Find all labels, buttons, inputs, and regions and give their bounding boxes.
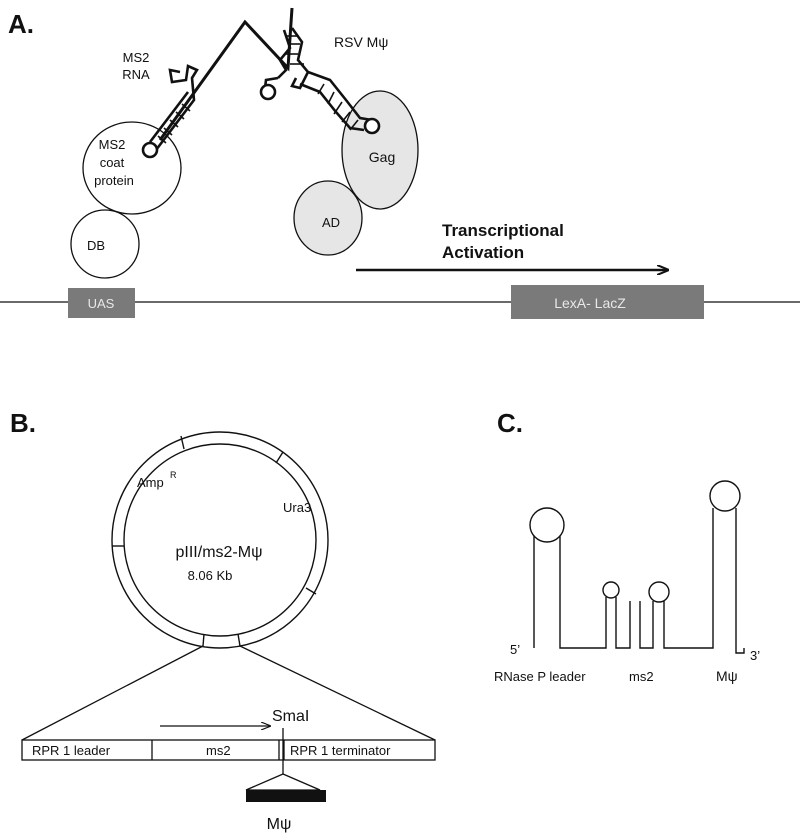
ms2-rna-line2: RNA: [122, 67, 150, 82]
expansion-line-left: [21, 645, 204, 741]
panel-c: C. 5’ 3’ RNase P leader ms2 Mψ: [494, 408, 760, 684]
plasmid-outer-ring: [111, 431, 329, 649]
plasmid-tick: [180, 435, 185, 450]
rpr1-leader-label: RPR 1 leader: [32, 743, 111, 758]
ad-domain: [293, 180, 363, 256]
activation-line2: Activation: [442, 243, 524, 262]
mpsi-insert-label: Mψ: [267, 816, 292, 833]
ura3-label: Ura3: [283, 500, 311, 515]
hybrid-rna-strand: [158, 7, 294, 141]
lexa-lacz-label: LexA- LacZ: [554, 295, 626, 311]
db-label: DB: [87, 238, 105, 253]
mpsi-loop: [709, 480, 741, 512]
rnase-p-leader-label: RNase P leader: [494, 669, 586, 684]
ms2-label: ms2: [629, 669, 654, 684]
five-prime-label: 5’: [510, 642, 520, 657]
gag-label: Gag: [369, 149, 395, 165]
ms2-loop-1: [602, 581, 620, 599]
rsv-mpsi-structure: [259, 27, 381, 135]
uas-box: [68, 288, 135, 318]
plasmid-tick: [275, 451, 284, 464]
rnase-p-loop: [529, 507, 565, 543]
three-prime-label: 3’: [750, 648, 760, 663]
amp-label: Amp: [137, 475, 164, 490]
smai-label: SmaI: [272, 708, 309, 725]
expression-cassette: [21, 739, 436, 761]
panel-c-label: C.: [497, 408, 523, 438]
plasmid-size: 8.06 Kb: [188, 568, 233, 583]
ms2-loop-2: [648, 581, 670, 603]
expansion-line-right: [239, 645, 436, 741]
rna-construct-strand: [533, 508, 745, 654]
insert-box: [246, 790, 326, 802]
db-domain: [70, 209, 140, 279]
rsv-mpsi-label: RSV Mψ: [334, 34, 388, 50]
coat-protein-line3: protein: [94, 173, 134, 188]
ms2-rna-line1: MS2: [123, 50, 150, 65]
panel-a: A. UAS LexA- LacZ DB MS2 coat protein AD…: [0, 7, 800, 319]
rpr1-terminator-label: RPR 1 terminator: [290, 743, 391, 758]
ad-label: AD: [322, 215, 340, 230]
coat-protein-line2: coat: [100, 155, 125, 170]
ms2-hairpin: [141, 64, 199, 159]
coat-protein-line1: MS2: [99, 137, 126, 152]
insert-triangle: [245, 773, 321, 791]
plasmid-tick: [202, 633, 205, 647]
panel-b: B. Amp R Ura3 pIII/ms2-Mψ 8.06 Kb RPR 1 …: [10, 408, 436, 833]
panel-a-label: A.: [8, 9, 34, 39]
activation-line1: Transcriptional: [442, 221, 564, 240]
ms2-segment-label: ms2: [206, 743, 231, 758]
uas-label: UAS: [88, 296, 115, 311]
lexa-lacz-box: [511, 285, 704, 319]
plasmid-name: pIII/ms2-Mψ: [176, 544, 263, 561]
plasmid-tick: [237, 633, 241, 647]
amp-superscript: R: [170, 470, 177, 480]
plasmid-inner-ring: [123, 443, 317, 637]
plasmid-tick: [305, 587, 317, 595]
panel-b-label: B.: [10, 408, 36, 438]
gag-protein: [341, 90, 419, 210]
mpsi-label: Mψ: [716, 668, 738, 684]
